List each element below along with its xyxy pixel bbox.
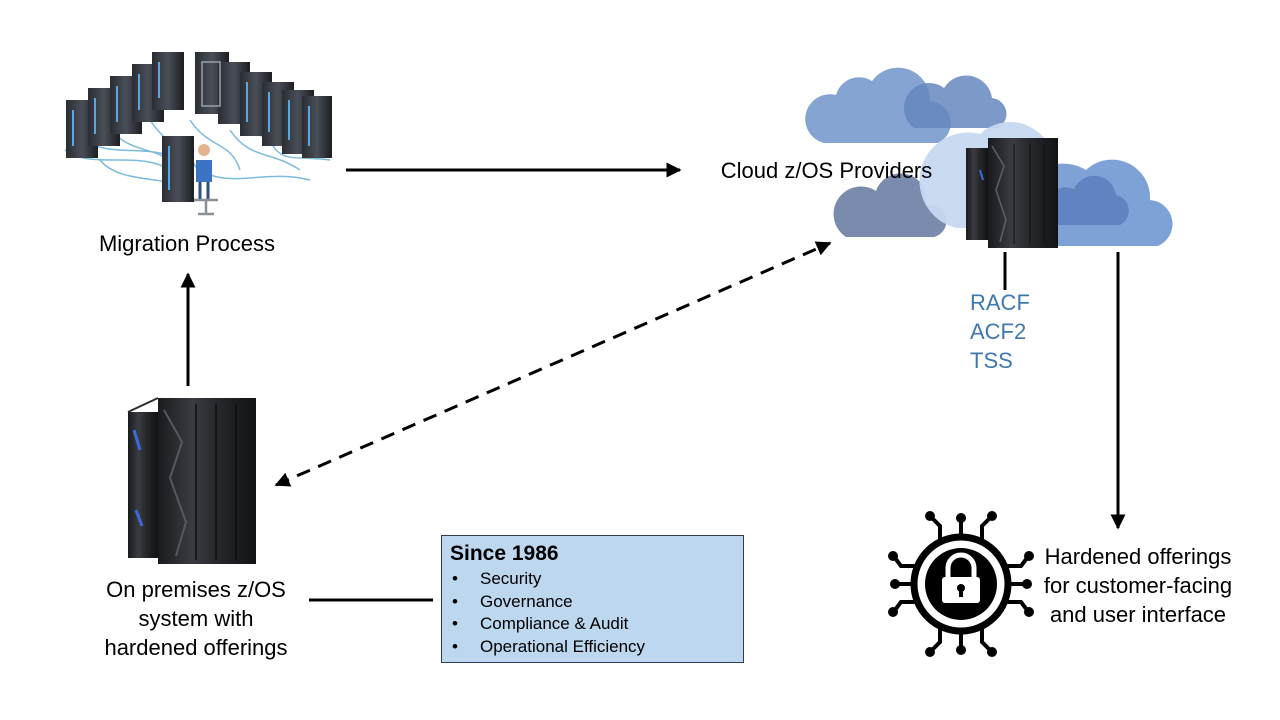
security-product-acf2: ACF2: [970, 319, 1027, 344]
onprem-label-line: system with: [138, 606, 254, 631]
info-box-list: Security Governance Compliance & Audit O…: [450, 568, 735, 658]
since-1986-info-box: Since 1986 Security Governance Complianc…: [441, 535, 744, 663]
migration-process-label: Migration Process: [98, 231, 276, 256]
padlock-circuit-icon: [888, 511, 1034, 657]
hardened-label-line: for customer-facing: [1043, 573, 1233, 598]
onprem-label-line: hardened offerings: [104, 635, 288, 660]
info-box-title: Since 1986: [450, 542, 559, 565]
hardened-offerings-label: Hardened offerings for customer-facing a…: [1028, 542, 1248, 629]
onprem-label-line: On premises z/OS: [106, 577, 286, 602]
security-products-list: RACF ACF2 TSS: [970, 288, 1030, 375]
hardened-label-line: Hardened offerings: [1044, 544, 1232, 569]
info-box-item: Compliance & Audit: [450, 613, 735, 636]
security-product-tss: TSS: [970, 348, 1013, 373]
info-box-item: Operational Efficiency: [450, 636, 735, 659]
server-room-icon: [64, 52, 332, 216]
mainframe-icon: [127, 397, 256, 564]
cloud-providers-label: Cloud z/OS Providers: [720, 158, 933, 183]
hardened-label-line: and user interface: [1049, 602, 1227, 627]
security-product-racf: RACF: [970, 290, 1030, 315]
connectors: [180, 162, 1126, 602]
dashed-arrow-onprem-cloud: [274, 241, 832, 487]
onprem-label: On premises z/OS system with hardened of…: [70, 575, 322, 662]
info-box-item: Governance: [450, 591, 735, 614]
info-box-item: Security: [450, 568, 735, 591]
mainframe-icon: [966, 138, 1058, 248]
